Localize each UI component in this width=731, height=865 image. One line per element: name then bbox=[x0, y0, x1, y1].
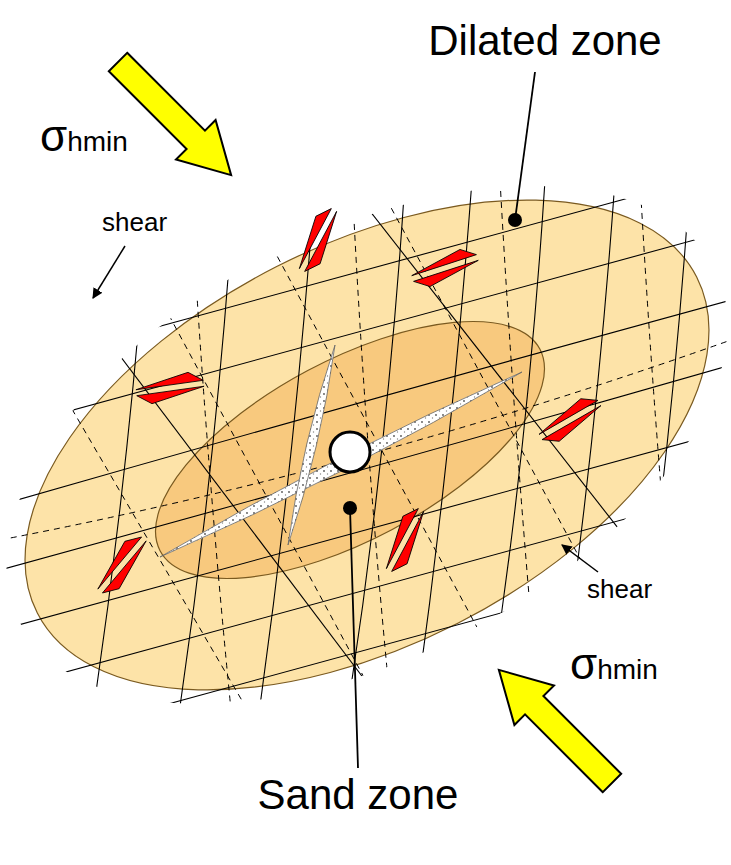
shear-label: shear bbox=[100, 208, 169, 237]
stress-label: σhmin bbox=[568, 640, 660, 688]
sand-fracture bbox=[160, 372, 522, 557]
shear-label: shear bbox=[585, 575, 654, 604]
leader-arrow bbox=[562, 545, 598, 572]
fracture-network bbox=[0, 160, 731, 750]
leader-dot bbox=[343, 501, 357, 515]
leader-dot bbox=[508, 213, 522, 227]
shear-arrows bbox=[90, 204, 606, 600]
leader-line bbox=[515, 72, 535, 220]
zone-label: Dilated zone bbox=[426, 18, 663, 64]
dashed-fractures bbox=[0, 150, 731, 800]
sand-fracture bbox=[288, 345, 335, 545]
leader-arrow bbox=[93, 246, 125, 298]
sand-zone bbox=[118, 270, 582, 631]
stress-label: σhmin bbox=[38, 112, 130, 160]
wellbore bbox=[330, 432, 370, 472]
zone-label: Sand zone bbox=[256, 772, 461, 818]
dilated-zone bbox=[0, 99, 731, 791]
leader-line bbox=[350, 508, 358, 768]
